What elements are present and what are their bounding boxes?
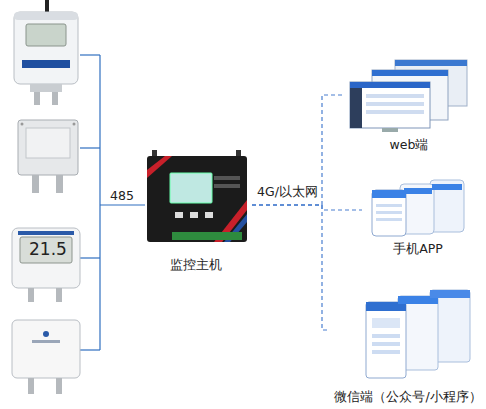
client-node: web端 <box>345 54 473 152</box>
network-label: 4G/以太网 <box>257 184 318 200</box>
network-connector <box>252 205 362 210</box>
node-caption: 手机APP <box>362 241 474 256</box>
lcd-reading: 21.5 <box>29 239 67 259</box>
node-caption: web端 <box>345 137 473 152</box>
phone-app-screens <box>372 180 464 236</box>
wechat-screens <box>366 290 470 378</box>
rs485-wiring <box>80 55 145 350</box>
web-screens <box>350 60 467 132</box>
host-node: 监控主机 <box>140 148 252 272</box>
node-caption: 监控主机 <box>140 257 252 272</box>
lcd-pressure-sensor <box>12 228 80 302</box>
client-node: 微信端（公众号/小程序） <box>330 286 486 404</box>
pressure-transmitter <box>14 0 78 105</box>
differential-pressure-sensor <box>18 120 78 193</box>
monitoring-host-device <box>147 150 247 242</box>
bus-label: 485 <box>110 188 134 204</box>
wall-pressure-sensor <box>12 320 80 394</box>
network-connector <box>252 95 345 205</box>
client-node: 手机APP <box>362 178 474 256</box>
node-caption: 微信端（公众号/小程序） <box>330 389 486 404</box>
network-connector <box>252 205 330 330</box>
